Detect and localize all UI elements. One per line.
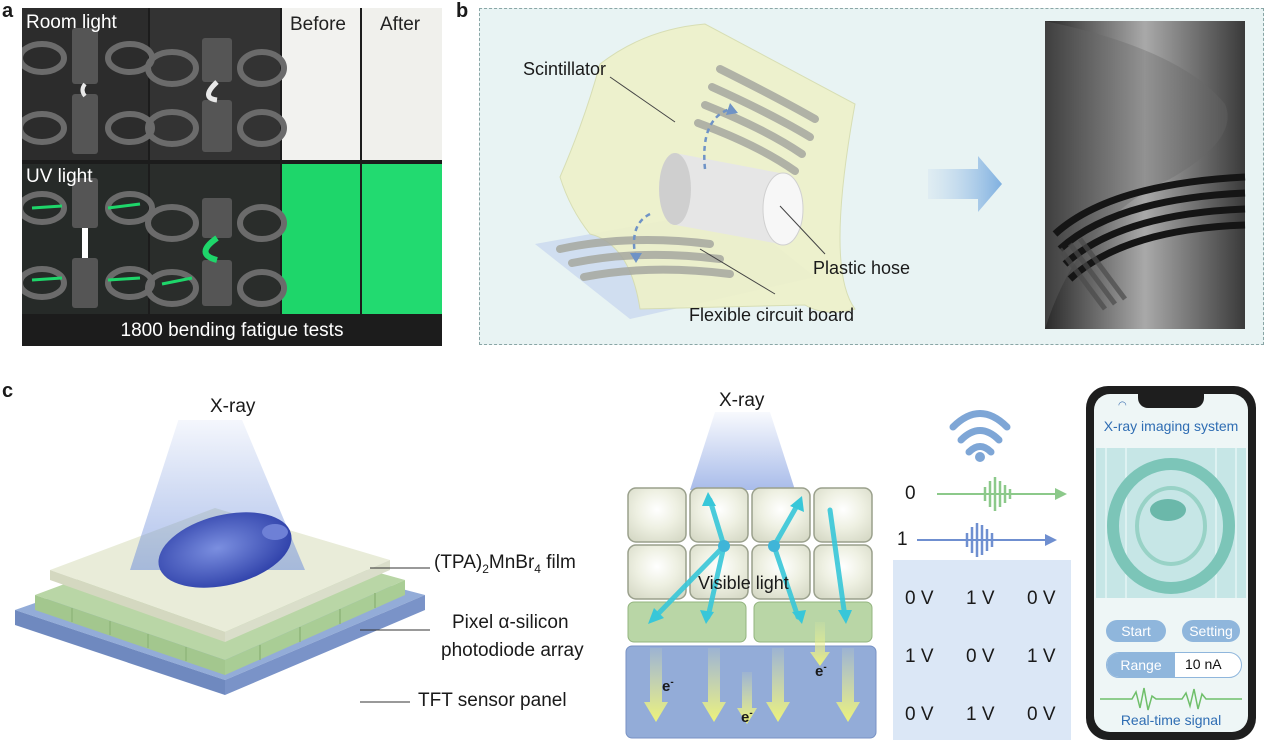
range-control[interactable]: Range 10 nA	[1106, 652, 1242, 678]
film-label: (TPA)2MnBr4 film	[434, 552, 576, 576]
voltage-cell: 1 V	[1027, 646, 1056, 667]
cross-section-illustration	[625, 412, 877, 739]
hose-xray-image	[1096, 448, 1246, 598]
range-label: Range	[1107, 653, 1175, 677]
electron-label-3: e-	[741, 708, 753, 726]
plastic-hose-label: Plastic hose	[813, 258, 911, 278]
voltage-grid: 0 V 1 V 0 V 1 V 0 V 1 V 0 V 1 V 0 V	[893, 560, 1071, 740]
electron-sup-2: -	[823, 662, 827, 673]
bending-test-caption: 1800 bending fatigue tests	[120, 320, 344, 341]
film-label-mid: MnBr	[488, 552, 535, 573]
voltage-cell: 1 V	[966, 704, 995, 725]
xray-image-display	[1096, 448, 1246, 598]
electron-label-1: e-	[662, 677, 674, 695]
panel-a-photo: Room light UV light Before After 1800 be…	[22, 8, 442, 346]
voltage-cell: 0 V	[905, 588, 934, 609]
film-label-sub2: 2	[482, 561, 489, 576]
scintillator-label: Scintillator	[523, 59, 607, 79]
panel-a-label: a	[2, 0, 14, 22]
voltage-cell: 0 V	[905, 704, 934, 725]
phone-screen: ◠ X-ray imaging system Start Setting Ran…	[1094, 394, 1248, 732]
panel-b-label: b	[456, 0, 469, 22]
panel-b-frame: Scintillator Plastic hose Flexible circu…	[479, 8, 1264, 345]
flexible-circuit-board-label: Flexible circuit board	[689, 305, 855, 325]
detector-stack-illustration	[15, 420, 425, 695]
film-label-suffix: film	[540, 552, 576, 573]
flexible-board-illustration	[535, 21, 1246, 329]
visible-light-label: Visible light	[698, 573, 789, 593]
panel-c-label: c	[2, 380, 14, 402]
stack-leader-lines	[360, 567, 430, 703]
electron-sup-3: -	[749, 708, 753, 719]
electron-symbol-1: e	[662, 678, 671, 695]
voltage-cell: 0 V	[1027, 588, 1056, 609]
electron-sup-1: -	[670, 677, 674, 688]
wifi-icon	[975, 452, 985, 462]
fatigue-test-photo	[22, 8, 442, 346]
signal-1-label: 1	[897, 529, 908, 550]
electron-symbol-3: e	[741, 709, 750, 726]
pixel-array-label-line2: photodiode array	[441, 640, 584, 661]
phone-notch	[1138, 394, 1204, 408]
phone-title: X-ray imaging system	[1103, 418, 1239, 434]
voltage-cell: 1 V	[905, 646, 934, 667]
setting-button[interactable]: Setting	[1182, 620, 1240, 642]
signal-0-label: 0	[905, 483, 916, 504]
realtime-waveform	[1100, 687, 1242, 711]
range-value: 10 nA	[1185, 656, 1222, 672]
pixel-array-label-line1: Pixel α-silicon	[452, 612, 569, 633]
before-label: Before	[290, 14, 346, 35]
realtime-signal-label: Real-time signal	[1120, 712, 1222, 728]
xray-label-left: X-ray	[210, 396, 256, 417]
after-label: After	[380, 14, 421, 35]
start-button[interactable]: Start	[1106, 620, 1166, 642]
voltage-cell: 0 V	[966, 646, 995, 667]
wireless-signal-illustration	[917, 410, 1067, 557]
uv-light-label: UV light	[26, 166, 93, 187]
phone-wifi-icon: ◠	[1118, 400, 1127, 411]
voltage-cell: 1 V	[966, 588, 995, 609]
electron-symbol-2: e	[815, 663, 824, 680]
film-label-sub4: 4	[534, 561, 541, 576]
room-light-label: Room light	[26, 12, 117, 33]
film-label-prefix: (TPA)	[434, 552, 483, 573]
smartphone: ◠ X-ray imaging system Start Setting Ran…	[1086, 386, 1256, 740]
xray-label-mid: X-ray	[719, 390, 765, 411]
electron-label-2: e-	[815, 662, 827, 680]
tft-panel-label: TFT sensor panel	[418, 690, 567, 711]
voltage-cell: 0 V	[1027, 704, 1056, 725]
